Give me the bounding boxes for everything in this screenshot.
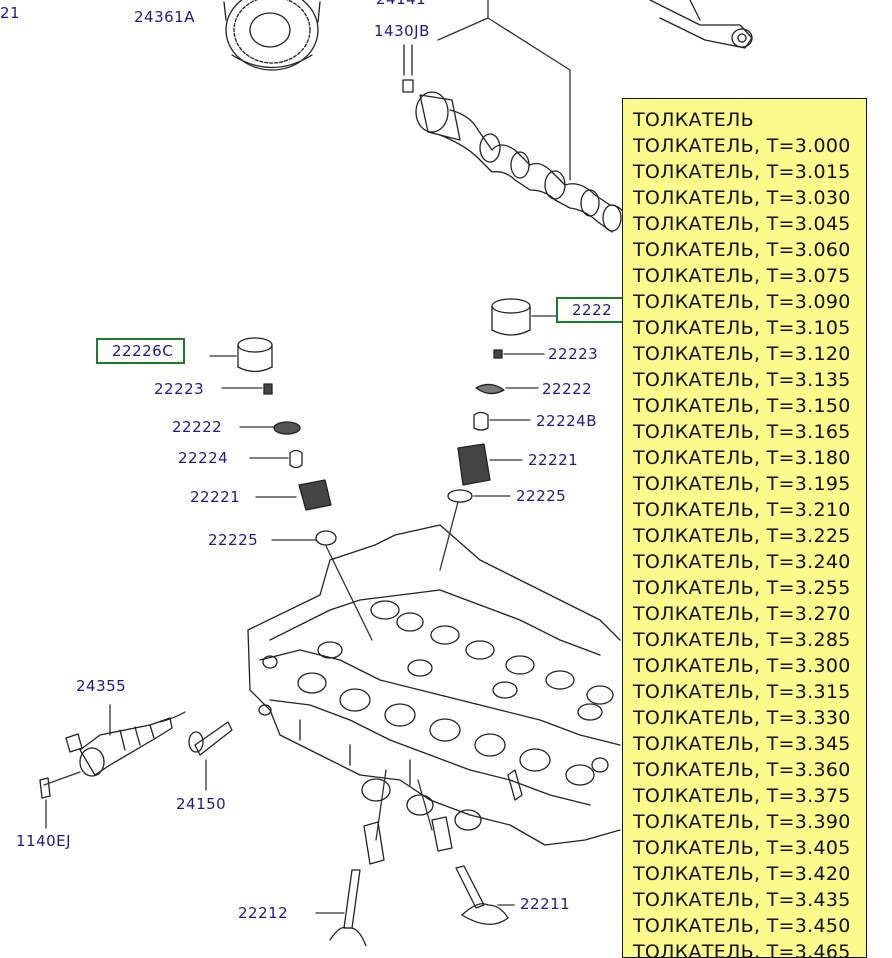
- legend-row: ТОЛКАТЕЛЬ, Т=3.300: [633, 655, 851, 677]
- legend-row: ТОЛКАТЕЛЬ, Т=3.285: [633, 629, 851, 651]
- legend-row: ТОЛКАТЕЛЬ, Т=3.240: [633, 551, 851, 573]
- legend-row: ТОЛКАТЕЛЬ, Т=3.450: [633, 915, 851, 937]
- valves: [315, 769, 515, 946]
- legend-row: ТОЛКАТЕЛЬ, Т=3.465: [633, 941, 851, 958]
- camshaft: [415, 91, 626, 233]
- part-label-22222-right: 22222: [542, 380, 593, 398]
- legend-row: ТОЛКАТЕЛЬ, Т=3.405: [633, 837, 851, 859]
- part-label-21: 21: [0, 4, 21, 22]
- legend-row: ТОЛКАТЕЛЬ, Т=3.120: [633, 343, 851, 365]
- legend-row: ТОЛКАТЕЛЬ, Т=3.315: [633, 681, 851, 703]
- legend-title: ТОЛКАТЕЛЬ: [633, 109, 754, 131]
- part-label-22212: 22212: [238, 904, 289, 922]
- part-label-24361a: 24361A: [134, 8, 195, 26]
- part-label-22211: 22211: [520, 895, 571, 913]
- part-label-22223-right: 22223: [548, 345, 599, 363]
- part-label-24141: 24141: [376, 0, 426, 8]
- bucket-tappet-right: [491, 298, 557, 336]
- legend-row: ТОЛКАТЕЛЬ, Т=3.165: [633, 421, 851, 443]
- legend-row: ТОЛКАТЕЛЬ, Т=3.150: [633, 395, 851, 417]
- part-label-1140ej: 1140EJ: [16, 832, 72, 850]
- legend-row: ТОЛКАТЕЛЬ, Т=3.360: [633, 759, 851, 781]
- legend-row: ТОЛКАТЕЛЬ, Т=3.420: [633, 863, 851, 885]
- legend-row: ТОЛКАТЕЛЬ, Т=3.135: [633, 369, 851, 391]
- valve-parts-left: [221, 383, 373, 641]
- cylinder-head: [247, 524, 621, 846]
- legend-row: ТОЛКАТЕЛЬ, Т=3.210: [633, 499, 851, 521]
- part-label-22225-left: 22225: [208, 531, 259, 549]
- legend-row: ТОЛКАТЕЛЬ, Т=3.270: [633, 603, 851, 625]
- legend-row: ТОЛКАТЕЛЬ, Т=3.060: [633, 239, 851, 261]
- valve-parts-right: [439, 349, 545, 571]
- part-label-22222-left: 22222: [172, 418, 223, 436]
- camshaft-top: [649, 0, 753, 49]
- bucket-tappet-left: [209, 337, 273, 373]
- bolt-24150: [188, 721, 233, 791]
- part-label-22226c: 22226C: [96, 338, 186, 364]
- part-label-22223-left: 22223: [154, 380, 205, 398]
- legend-row: ТОЛКАТЕЛЬ, Т=3.030: [633, 187, 851, 209]
- legend-row: ТОЛКАТЕЛЬ, Т=3.180: [633, 447, 851, 469]
- legend-row: ТОЛКАТЕЛЬ, Т=3.255: [633, 577, 851, 599]
- legend-row: ТОЛКАТЕЛЬ, Т=3.000: [633, 135, 851, 157]
- legend-row: ТОЛКАТЕЛЬ, Т=3.330: [633, 707, 851, 729]
- part-label-1430jb: 1430JB: [374, 22, 430, 40]
- part-label-24150: 24150: [176, 795, 227, 813]
- part-label-22221-left: 22221: [190, 488, 241, 506]
- legend-row: ТОЛКАТЕЛЬ, Т=3.435: [633, 889, 851, 911]
- legend-row: ТОЛКАТЕЛЬ, Т=3.015: [633, 161, 851, 183]
- legend-row: ТОЛКАТЕЛЬ, Т=3.345: [633, 733, 851, 755]
- legend-row: ТОЛКАТЕЛЬ, Т=3.225: [633, 525, 851, 547]
- oil-control-valve: [39, 704, 186, 829]
- part-label-2222x: 2222: [556, 297, 625, 323]
- legend-row: ТОЛКАТЕЛЬ, Т=3.375: [633, 785, 851, 807]
- legend-row: ТОЛКАТЕЛЬ, Т=3.090: [633, 291, 851, 313]
- legend-row: ТОЛКАТЕЛЬ, Т=3.195: [633, 473, 851, 495]
- cam-sprocket: [223, 0, 321, 71]
- part-label-22221-right: 22221: [528, 451, 579, 469]
- part-label-22225-right: 22225: [516, 487, 567, 505]
- legend-row: ТОЛКАТЕЛЬ, Т=3.105: [633, 317, 851, 339]
- legend-row: ТОЛКАТЕЛЬ, Т=3.045: [633, 213, 851, 235]
- part-label-22224: 22224: [178, 449, 229, 467]
- legend-row: ТОЛКАТЕЛЬ, Т=3.390: [633, 811, 851, 833]
- legend-row: ТОЛКАТЕЛЬ, Т=3.075: [633, 265, 851, 287]
- part-label-22224b: 22224B: [536, 412, 598, 430]
- part-label-24355: 24355: [76, 677, 127, 695]
